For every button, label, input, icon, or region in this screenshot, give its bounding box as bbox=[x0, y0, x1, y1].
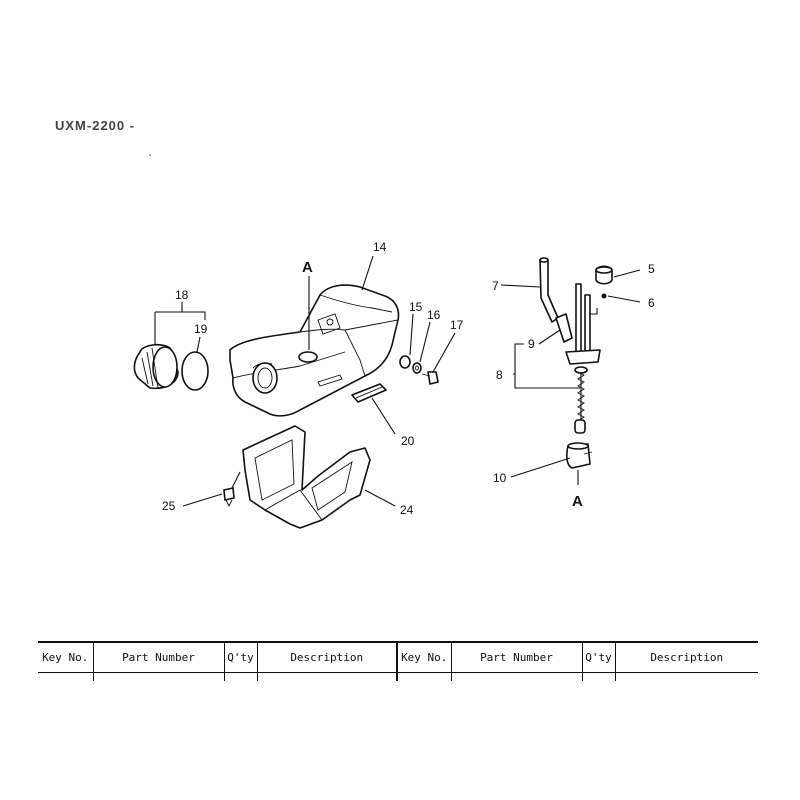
cell bbox=[38, 673, 93, 682]
callout-17: 17 bbox=[450, 318, 464, 332]
leader-15 bbox=[409, 313, 414, 356]
callout-20: 20 bbox=[401, 434, 415, 448]
seal-part-6 bbox=[601, 293, 607, 299]
callout-A-top: A bbox=[302, 259, 313, 276]
callout-15: 15 bbox=[409, 300, 423, 314]
leader-19 bbox=[196, 336, 201, 353]
leader-9 bbox=[538, 329, 561, 345]
callout-9: 9 bbox=[528, 337, 535, 351]
table-row bbox=[38, 672, 758, 682]
leader-6 bbox=[607, 295, 641, 303]
leader-6b bbox=[589, 308, 598, 315]
callout-24: 24 bbox=[400, 503, 414, 517]
cell bbox=[614, 672, 758, 681]
col-key-no: Key No. bbox=[38, 641, 93, 673]
callout-6: 6 bbox=[648, 296, 655, 310]
fuel-strainer-spring bbox=[577, 371, 585, 424]
clip-part-9 bbox=[555, 313, 573, 343]
leader-7 bbox=[500, 284, 541, 288]
leader-5 bbox=[613, 269, 641, 278]
callout-8: 8 bbox=[496, 368, 503, 382]
fuel-cap-part-18 bbox=[133, 343, 179, 390]
leader-10 bbox=[510, 457, 571, 478]
callout-16: 16 bbox=[427, 308, 441, 322]
cell bbox=[450, 672, 582, 681]
cell bbox=[396, 672, 451, 681]
leader-14 bbox=[361, 255, 374, 291]
fuel-filter-part-10 bbox=[566, 442, 593, 469]
leader-16 bbox=[419, 321, 431, 363]
cushion-part-20 bbox=[351, 383, 387, 403]
speck bbox=[149, 154, 151, 156]
col-description: Description bbox=[256, 641, 397, 673]
callout-18: 18 bbox=[175, 288, 189, 302]
cell bbox=[256, 672, 397, 681]
col-key-no-2: Key No. bbox=[396, 641, 451, 673]
callout-5: 5 bbox=[648, 262, 655, 276]
callout-14: 14 bbox=[373, 240, 387, 254]
callout-7: 7 bbox=[492, 279, 499, 293]
bolt-part-25 bbox=[223, 487, 235, 508]
fuel-cock-assembly bbox=[500, 257, 641, 485]
col-qty: Q'ty bbox=[223, 641, 257, 673]
washer-part-16 bbox=[412, 362, 422, 374]
leader-18 bbox=[154, 302, 206, 345]
callout-A-bottom: A bbox=[572, 493, 583, 510]
tube-right bbox=[584, 294, 591, 358]
fitting-part-5 bbox=[595, 265, 613, 285]
cell bbox=[223, 672, 257, 681]
col-part-number-2: Part Number bbox=[450, 641, 582, 673]
leader-20 bbox=[371, 397, 396, 435]
frame-part-24 bbox=[242, 425, 371, 529]
document-code: UXM-2200 - bbox=[55, 118, 135, 133]
cell bbox=[92, 672, 224, 681]
callout-25: 25 bbox=[162, 499, 176, 513]
fuel-tank-part-14 bbox=[229, 284, 400, 417]
bolt-part-17 bbox=[421, 371, 439, 385]
callout-10: 10 bbox=[493, 471, 507, 485]
table-header-row: Key No. Part Number Q'ty Description Key… bbox=[38, 641, 758, 673]
strainer-end bbox=[574, 419, 586, 434]
leader-8 bbox=[513, 343, 580, 389]
callout-19: 19 bbox=[194, 322, 208, 336]
cap-gasket-part-19 bbox=[181, 351, 209, 391]
fuel-tank-assembly bbox=[133, 255, 456, 529]
tube-left bbox=[575, 283, 582, 355]
leader-17 bbox=[432, 332, 456, 373]
cell bbox=[581, 672, 615, 681]
fuel-cock-body bbox=[565, 349, 601, 365]
leader-25 bbox=[182, 493, 223, 507]
col-qty-2: Q'ty bbox=[581, 641, 615, 673]
parts-list-table: Key No. Part Number Q'ty Description Key… bbox=[38, 641, 758, 681]
leader-25b bbox=[231, 471, 241, 489]
leader-24 bbox=[364, 489, 396, 507]
fuel-pipe-part-7 bbox=[539, 257, 559, 323]
col-part-number: Part Number bbox=[92, 641, 224, 673]
col-description-2: Description bbox=[614, 641, 758, 673]
washer-hole bbox=[415, 365, 419, 371]
washer-part-15 bbox=[399, 355, 411, 369]
